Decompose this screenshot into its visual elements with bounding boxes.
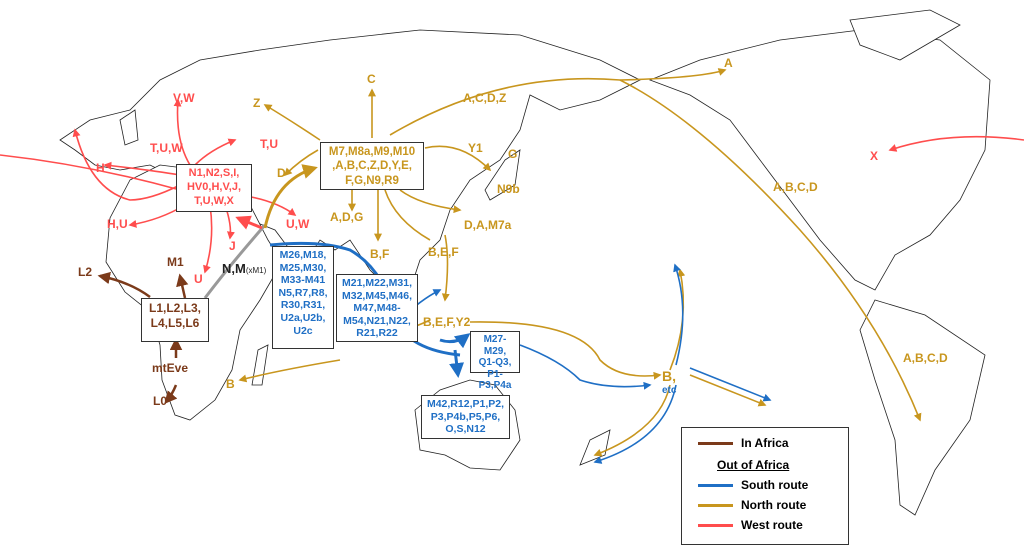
label-mteve: mtEve — [152, 361, 189, 375]
label-u: U — [194, 272, 203, 286]
legend-swatch-south — [698, 483, 733, 487]
south-haplogroup-box-new-guinea: M27-M29, Q1-Q3, P1-P3,P4a — [470, 331, 520, 391]
label-hu: H,U — [107, 217, 128, 231]
label-a: A — [724, 56, 733, 70]
south-haplogroup-box-southeast-asia: M21,M22,M31, M32,M45,M46, M47,M48- M54,N… — [336, 274, 418, 342]
legend-swatch-north — [698, 503, 733, 507]
label-b-africa: B — [226, 377, 235, 391]
label-x: X — [870, 149, 879, 163]
legend-item-south: South route — [682, 478, 808, 492]
label-abcd-north-america: A,B,C,D — [773, 180, 818, 194]
south-haplogroup-box-india: M26,M18, M25,M30, M33-M41 N5,R7,R8, R30,… — [272, 246, 334, 349]
north-routes — [238, 68, 922, 457]
west-routes — [0, 98, 1024, 274]
legend-item-west: West route — [682, 518, 803, 532]
in-africa-routes — [97, 271, 189, 404]
africa-haplogroup-box: L1,L2,L3, L4,L5,L6 — [141, 298, 209, 342]
legend-label-in-africa: In Africa — [741, 436, 789, 450]
nm-subscript: (xM1) — [245, 266, 267, 275]
legend-swatch-west — [698, 523, 733, 527]
label-z: Z — [253, 96, 261, 110]
nm-text: N,M — [222, 261, 246, 276]
legend-label-north: North route — [741, 498, 807, 512]
label-vw: V,W — [173, 91, 195, 105]
legend-item-in-africa: In Africa — [682, 436, 789, 450]
legend-label-south: South route — [741, 478, 809, 492]
new-zealand — [579, 429, 611, 466]
label-d: D — [277, 166, 286, 180]
west-haplogroup-box: N1,N2,S,I, HV0,H,V,J, T,U,W,X — [176, 164, 252, 212]
label-tu: T,U — [260, 137, 278, 151]
label-y1: Y1 — [468, 141, 483, 155]
label-etc: etc — [662, 385, 677, 396]
greenland — [849, 9, 961, 61]
madagascar — [251, 344, 269, 386]
label-bf: B,F — [370, 247, 390, 261]
continents — [59, 9, 991, 516]
label-acdz: A,C,D,Z — [463, 91, 507, 105]
label-bef: B,E,F — [428, 245, 459, 259]
out-of-africa-stem — [203, 224, 267, 299]
legend-item-north: North route — [682, 498, 806, 512]
label-adg: A,D,G — [330, 210, 364, 224]
label-h: H — [96, 161, 105, 175]
label-l0: L0 — [153, 394, 168, 408]
label-dam7a: D,A,M7a — [464, 218, 512, 232]
label-n9b: N9b — [497, 182, 520, 196]
legend-label-west: West route — [741, 518, 803, 532]
label-c: C — [367, 72, 376, 86]
label-j: J — [229, 239, 236, 253]
north-america — [648, 29, 991, 291]
label-uw: U,W — [286, 217, 310, 231]
label-tuw: T,U,W — [150, 141, 183, 155]
south-america — [859, 299, 986, 516]
japan — [484, 149, 521, 201]
legend-heading-out-of-africa: Out of Africa — [717, 458, 790, 472]
legend: In Africa Out of Africa South route Nort… — [681, 427, 849, 545]
label-b-pacific: B, — [662, 368, 676, 384]
south-haplogroup-box-australia: M42,R12,P1,P2, P3,P4b,P5,P6, O,S,N12 — [421, 395, 510, 439]
north-haplogroup-box: M7,M8a,M9,M10 ,A,B,C,Z,D,Y,E, F,G,N9,R9 — [320, 142, 424, 190]
label-befy2: B,E,F,Y2 — [423, 315, 471, 329]
britain — [119, 109, 139, 146]
label-abcd-south-america: A,B,C,D — [903, 351, 948, 365]
label-g: G — [508, 147, 518, 161]
legend-swatch-in-africa — [698, 441, 733, 445]
label-m1: M1 — [167, 255, 184, 269]
label-l2: L2 — [78, 265, 93, 279]
label-nm: N,M(xM1) — [222, 261, 267, 277]
